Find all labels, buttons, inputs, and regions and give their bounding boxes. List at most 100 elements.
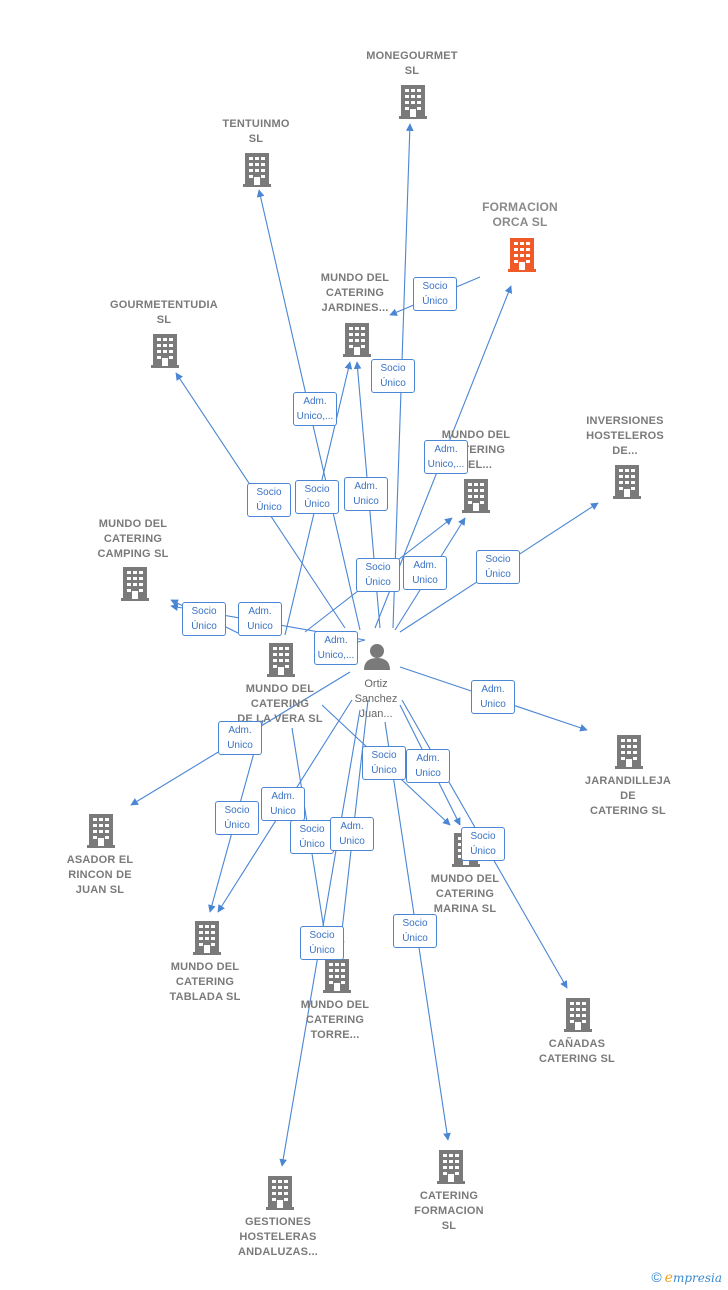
building-icon[interactable] <box>243 153 271 187</box>
building-icon[interactable] <box>267 643 295 677</box>
relation-label-line: Unico <box>353 496 379 507</box>
person-label-line: Ortiz <box>364 678 388 690</box>
relation-label-line: Adm. <box>354 481 378 492</box>
company-label-line: CATERING <box>435 888 495 900</box>
relation-label-marina[interactable]: Adm.Unico <box>406 749 450 783</box>
company-label-line: INVERSIONES <box>586 415 664 427</box>
relation-label-camping[interactable]: Adm.Unico <box>238 602 282 636</box>
relation-label-line: Único <box>299 839 325 850</box>
relation-label-line: Unico,... <box>317 650 355 661</box>
relation-label-line: Socio <box>309 930 335 941</box>
relation-label-vera[interactable]: Adm.Unico,... <box>314 631 358 665</box>
relation-label-jarandilleja[interactable]: Adm.Unico <box>471 680 515 714</box>
relation-label-line: Socio <box>402 918 428 929</box>
relation-label-tentuinmo[interactable]: Adm.Unico,... <box>293 392 337 426</box>
company-label-line: MUNDO DEL <box>441 429 511 441</box>
relation-label-torre[interactable]: Adm.Unico <box>330 817 374 851</box>
company-label-line: FORMACION <box>414 1205 484 1217</box>
relation-label-line: Adm. <box>481 684 505 695</box>
relation-label-line: Único <box>304 499 330 510</box>
person-icon[interactable] <box>364 644 390 670</box>
relation-label-line: Único <box>402 933 428 944</box>
building-icon[interactable] <box>613 465 641 499</box>
company-label-line: CATERING <box>325 287 385 299</box>
relation-label-line: Único <box>485 569 511 580</box>
building-icon[interactable] <box>437 1150 465 1184</box>
company-label-tentuinmo[interactable]: TENTUINMO SL <box>191 117 321 147</box>
company-label-line: FORMACION <box>482 200 558 214</box>
relation-label-line: Adm. <box>303 396 327 407</box>
building-icon[interactable] <box>508 238 536 272</box>
building-icon[interactable] <box>462 479 490 513</box>
relation-label-line: Único <box>380 378 406 389</box>
relation-label-line: Socio <box>380 363 406 374</box>
relation-label-formacion_orca[interactable]: Adm.Unico,... <box>424 440 468 474</box>
relation-label-line: Adm. <box>271 791 295 802</box>
relation-label-line: Unico <box>227 740 253 751</box>
company-label-line: CATERING SL <box>590 805 666 817</box>
person-label-line: Sanchez <box>354 693 398 705</box>
relation-label-line: Socio <box>371 750 397 761</box>
building-icon[interactable] <box>151 334 179 368</box>
building-icon[interactable] <box>266 1176 294 1210</box>
company-label-line: SL <box>248 133 264 145</box>
building-icon[interactable] <box>343 323 371 357</box>
building-icon[interactable] <box>121 567 149 601</box>
company-label-line: CAÑADAS <box>548 1038 606 1050</box>
company-label-canadas[interactable]: CAÑADAS CATERING SL <box>512 1037 642 1067</box>
relation-label-line: Socio <box>485 554 511 565</box>
building-icon[interactable] <box>323 959 351 993</box>
company-label-line: SL <box>441 1220 457 1232</box>
company-label-line: TENTUINMO <box>222 118 290 130</box>
relation-label-line: Único <box>256 502 282 513</box>
relation-label-line: Socio <box>365 562 391 573</box>
company-label-line: MUNDO DEL <box>300 999 370 1011</box>
company-label-line: JARDINES... <box>321 302 389 314</box>
relation-label-line: Unico <box>270 806 296 817</box>
relation-label-line: Socio <box>256 487 282 498</box>
building-icon[interactable] <box>87 814 115 848</box>
company-label-line: SL <box>404 65 420 77</box>
relation-label-catering_del[interactable]: Adm.Unico <box>403 556 447 590</box>
company-label-line: CATERING SL <box>539 1053 615 1065</box>
building-icon[interactable] <box>399 85 427 119</box>
relation-label-tablada[interactable]: Adm. Unico <box>261 787 305 821</box>
building-icon[interactable] <box>615 735 643 769</box>
building-icon[interactable] <box>564 998 592 1032</box>
company-label-line: CAMPING SL <box>97 548 169 560</box>
person-label[interactable]: Ortiz Sanchez Juan... <box>331 677 421 722</box>
relation-label-line: Adm. <box>434 444 458 455</box>
relation-label-jardines[interactable]: Adm. Unico <box>344 477 388 511</box>
company-label-line: MUNDO DEL <box>245 683 315 695</box>
building-icon[interactable] <box>193 921 221 955</box>
relation-label-line: Socio <box>422 281 448 292</box>
relation-label-asador[interactable]: Adm.Unico <box>218 721 262 755</box>
